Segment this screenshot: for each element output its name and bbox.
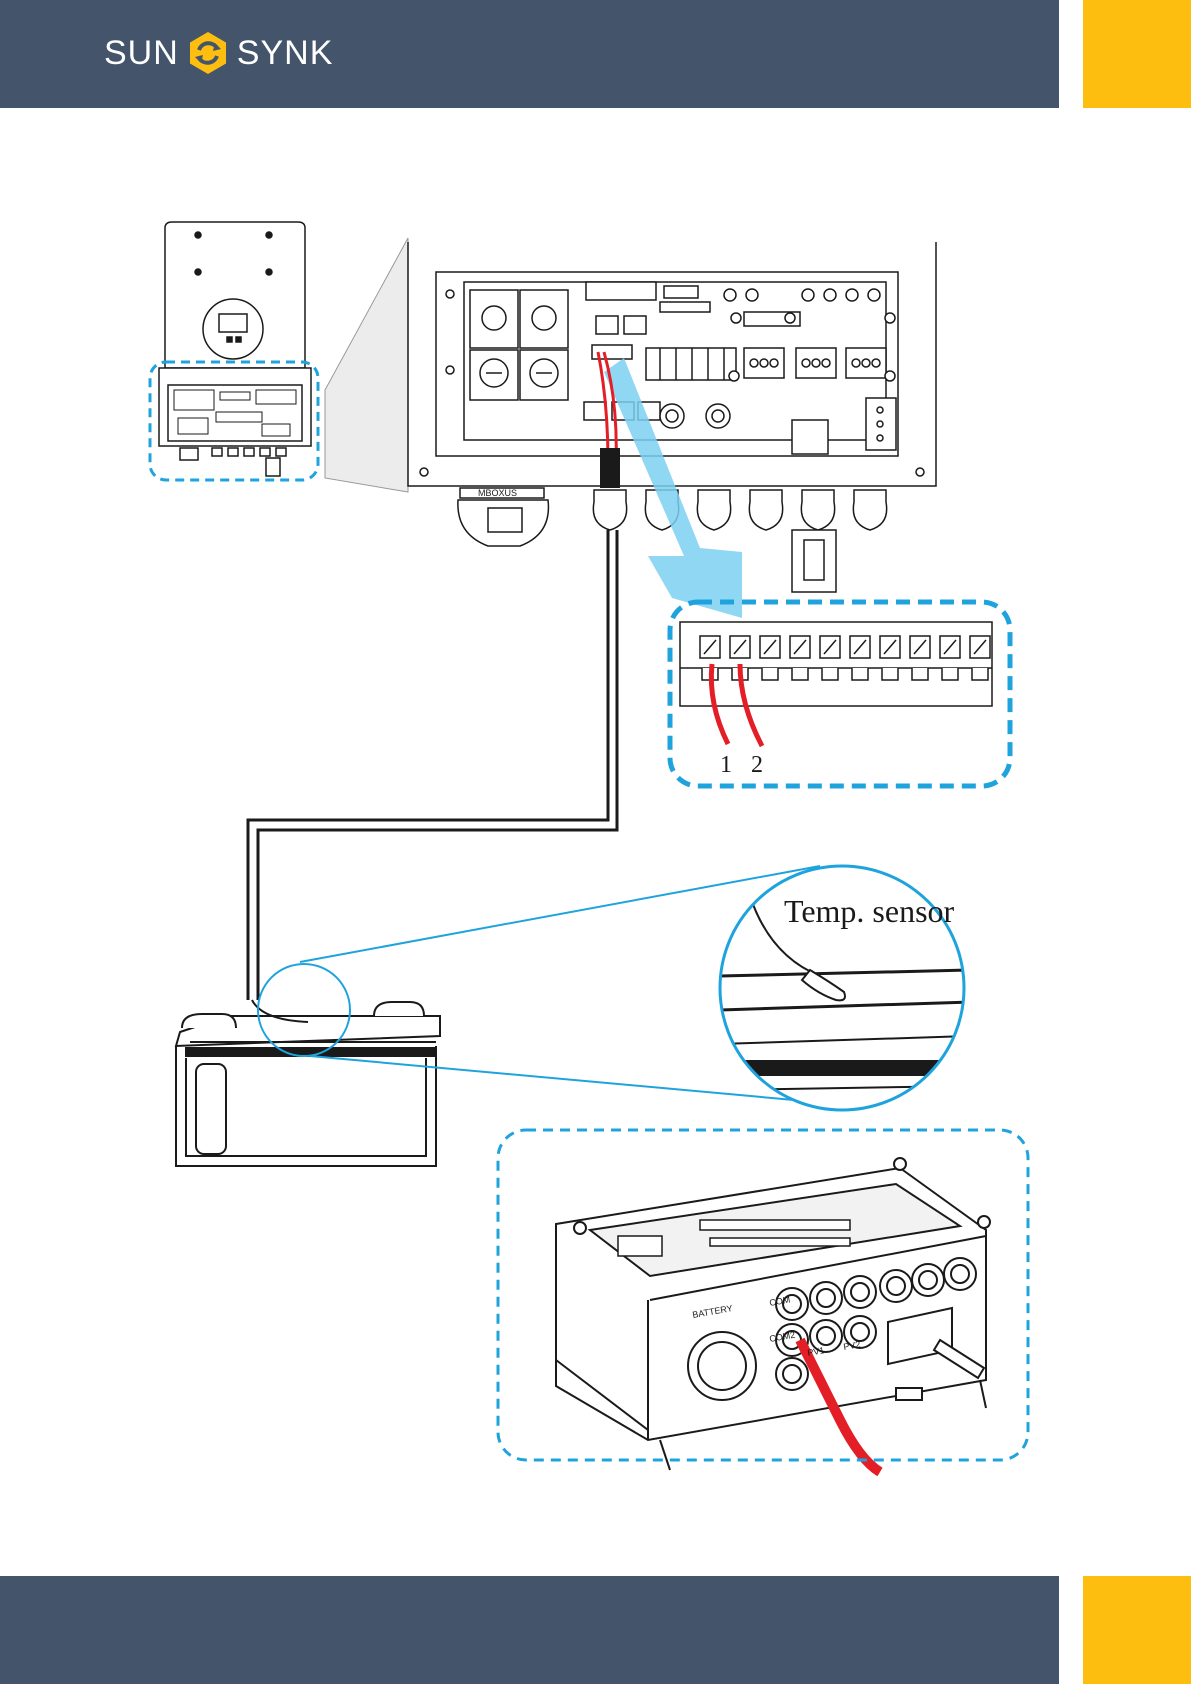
sensor-cable-route-a (248, 530, 608, 1000)
inverter-overview (159, 222, 311, 476)
wiring-compartment (408, 242, 936, 592)
zoom-projection (325, 238, 408, 492)
footer-band (0, 1576, 1059, 1684)
footer-accent-block (1083, 1576, 1191, 1684)
port-view (556, 1158, 990, 1470)
terminal-label-1: 1 (720, 752, 732, 778)
mbox-label: MBOXUS (478, 488, 517, 498)
sensor-cable-sleeve (600, 448, 620, 488)
sensor-cable-route-b (258, 530, 617, 1000)
terminal-block (680, 622, 992, 706)
battery-icon (176, 1002, 440, 1166)
terminal-label-2: 2 (751, 752, 763, 778)
temp-sensor-label: Temp. sensor (784, 893, 955, 929)
cable-glands-row (593, 490, 886, 530)
